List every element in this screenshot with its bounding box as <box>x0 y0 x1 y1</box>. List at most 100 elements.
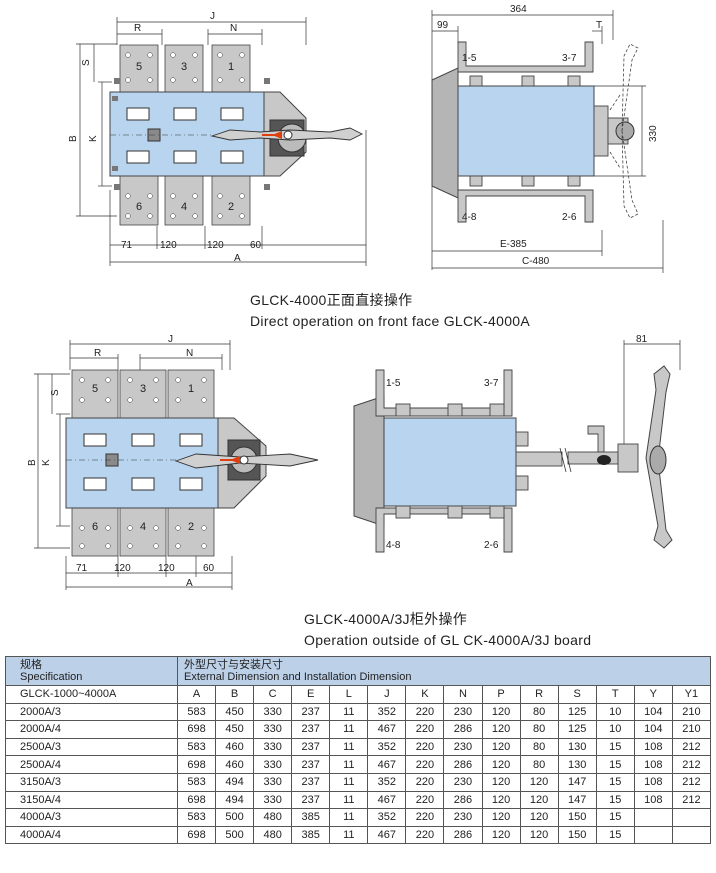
dim-E-385: E-385 <box>500 239 527 250</box>
column-header: A <box>176 685 217 704</box>
spec-cell: 3150A/3 <box>5 772 178 792</box>
value-cell: 352 <box>367 737 407 757</box>
value-cell: 125 <box>557 702 597 722</box>
value-cell: 120 <box>481 755 521 774</box>
ext-header-en: External Dimension and Installation Dime… <box>184 671 412 683</box>
value-cell: 583 <box>176 772 217 792</box>
label-4-8: 4-8 <box>462 212 477 223</box>
value-cell: 220 <box>405 755 445 774</box>
dim-N: N <box>230 23 237 34</box>
value-cell: 330 <box>253 755 293 774</box>
value-cell: 500 <box>215 825 255 845</box>
pole-5: 5 <box>92 383 98 395</box>
value-cell: 11 <box>329 737 369 757</box>
value-cell: 237 <box>291 737 331 757</box>
label-2-6: 2-6 <box>562 212 577 223</box>
value-cell: 120 <box>481 772 521 792</box>
drawing-bottom: J R N S B K 71 120 120 60 A 5 3 1 6 4 2 … <box>27 334 681 590</box>
value-cell: 80 <box>519 755 559 774</box>
value-cell: 450 <box>215 720 255 739</box>
spec-cell: 2500A/4 <box>5 755 178 774</box>
value-cell: 212 <box>671 790 712 810</box>
value-cell: 210 <box>671 720 712 739</box>
dim-81: 81 <box>636 334 648 345</box>
caption-top-en: Direct operation on front face GLCK-4000… <box>250 313 531 329</box>
dim-B: B <box>27 459 38 466</box>
value-cell: 150 <box>557 825 597 845</box>
value-cell: 237 <box>291 790 331 810</box>
value-cell: 120 <box>481 720 521 739</box>
dim-R: R <box>94 348 101 359</box>
pole-4: 4 <box>181 201 187 213</box>
column-header: N <box>443 685 483 704</box>
value-cell: 120 <box>481 825 521 845</box>
value-cell: 467 <box>367 825 407 845</box>
value-cell: 237 <box>291 772 331 792</box>
value-cell: 467 <box>367 755 407 774</box>
value-cell: 286 <box>443 755 483 774</box>
value-cell: 15 <box>595 737 635 757</box>
value-cell: 450 <box>215 702 255 722</box>
dim-N: N <box>186 348 193 359</box>
dim-99: 99 <box>437 20 449 31</box>
value-cell: 230 <box>443 808 483 827</box>
value-cell: 385 <box>291 825 331 845</box>
value-cell: 15 <box>595 772 635 792</box>
value-cell: 220 <box>405 772 445 792</box>
value-cell: 15 <box>595 790 635 810</box>
column-header: L <box>329 685 369 704</box>
switch-body-side <box>457 85 595 177</box>
caption-bottom-cn: GLCK-4000A/3J柜外操作 <box>304 611 468 627</box>
value-cell: 15 <box>595 755 635 774</box>
value-cell: 583 <box>176 808 217 827</box>
ext-header-cn: 外型尺寸与安装尺寸 <box>184 659 283 671</box>
value-cell: 10 <box>595 702 635 722</box>
dim-C-480: C-480 <box>522 256 550 267</box>
dim-120b: 120 <box>158 563 175 574</box>
dim-A: A <box>234 253 241 264</box>
value-cell <box>671 825 712 845</box>
spec-cell: 4000A/3 <box>5 808 178 827</box>
value-cell: 220 <box>405 790 445 810</box>
value-cell: 237 <box>291 702 331 722</box>
pole-1: 1 <box>188 383 194 395</box>
ext-header: 外型尺寸与安装尺寸 External Dimension and Install… <box>177 656 711 686</box>
value-cell: 220 <box>405 737 445 757</box>
caption-top-cn: GLCK-4000正面直接操作 <box>250 292 413 308</box>
value-cell: 11 <box>329 825 369 845</box>
pole-6: 6 <box>136 201 142 213</box>
spec-cell: 2000A/4 <box>5 720 178 739</box>
value-cell: 120 <box>481 790 521 810</box>
value-cell: 80 <box>519 702 559 722</box>
value-cell: 330 <box>253 702 293 722</box>
value-cell: 500 <box>215 808 255 827</box>
value-cell: 237 <box>291 720 331 739</box>
value-cell: 125 <box>557 720 597 739</box>
value-cell: 330 <box>253 772 293 792</box>
value-cell: 286 <box>443 720 483 739</box>
spec-cell: 4000A/4 <box>5 825 178 845</box>
value-cell: 330 <box>253 737 293 757</box>
value-cell: 11 <box>329 755 369 774</box>
label-3-7: 3-7 <box>484 378 499 389</box>
value-cell: 220 <box>405 808 445 827</box>
value-cell: 698 <box>176 720 217 739</box>
value-cell: 15 <box>595 825 635 845</box>
column-header: Y <box>633 685 673 704</box>
pole-2: 2 <box>188 521 194 533</box>
label-1-5: 1-5 <box>462 53 477 64</box>
dim-71: 71 <box>121 240 133 251</box>
dim-120a: 120 <box>160 240 177 251</box>
value-cell: 120 <box>519 790 559 810</box>
value-cell: 212 <box>671 772 712 792</box>
value-cell: 330 <box>253 720 293 739</box>
value-cell: 467 <box>367 790 407 810</box>
spec-cell: 2000A/3 <box>5 702 178 722</box>
value-cell: 108 <box>633 737 673 757</box>
range-cell: GLCK-1000~4000A <box>5 685 178 704</box>
value-cell: 583 <box>176 737 217 757</box>
value-cell: 210 <box>671 702 712 722</box>
